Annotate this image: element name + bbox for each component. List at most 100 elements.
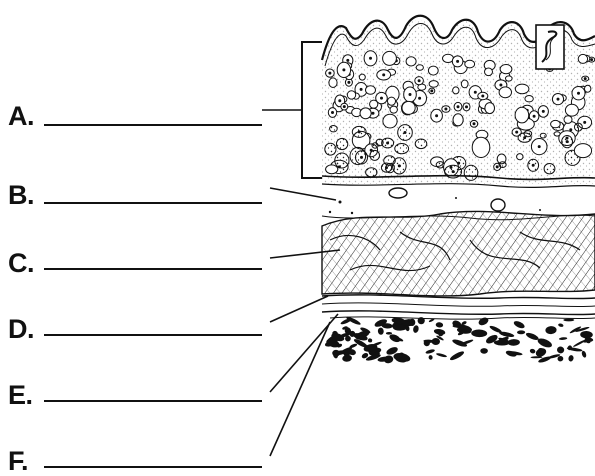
- dark-blotch: [449, 350, 465, 362]
- cell: [336, 138, 347, 149]
- cell: [485, 68, 493, 76]
- dark-blotch: [412, 325, 419, 334]
- dark-blotch: [525, 331, 540, 341]
- cell-nucleus: [419, 97, 421, 99]
- dark-blotch: [580, 331, 593, 339]
- cell: [326, 165, 338, 174]
- dark-blotch: [471, 329, 487, 337]
- dark-blotch: [342, 354, 353, 362]
- dark-blotch: [368, 338, 373, 343]
- cell: [330, 126, 338, 132]
- cell: [415, 139, 427, 149]
- cell-nucleus: [436, 115, 438, 117]
- cell: [465, 60, 475, 68]
- cell-nucleus: [383, 74, 385, 76]
- cell: [436, 162, 444, 168]
- dark-blotch: [556, 346, 565, 354]
- cell-nucleus: [347, 59, 349, 61]
- cell: [499, 87, 511, 98]
- dark-blotch: [378, 327, 384, 335]
- cell: [578, 54, 587, 63]
- leader-line-b: [270, 188, 336, 200]
- cell: [544, 164, 555, 174]
- dark-blotch: [558, 323, 564, 328]
- cell: [525, 96, 533, 102]
- cell: [366, 86, 376, 95]
- cell-nucleus: [386, 167, 388, 169]
- cell: [540, 133, 546, 138]
- cell: [565, 104, 578, 116]
- cell-nucleus: [387, 142, 389, 144]
- cell: [429, 81, 438, 88]
- cell-nucleus: [482, 95, 484, 97]
- dark-blotch: [480, 348, 488, 354]
- cell: [574, 144, 591, 158]
- cell-nucleus: [473, 123, 475, 125]
- dark-blotch: [581, 350, 587, 358]
- muscle-layer: [322, 211, 595, 296]
- cell: [388, 97, 396, 105]
- cell: [472, 137, 490, 157]
- dark-blotch: [513, 320, 526, 330]
- cell: [500, 65, 512, 74]
- cell: [325, 143, 336, 155]
- dark-blotch: [477, 316, 489, 327]
- cell: [390, 106, 397, 113]
- dark-blotch: [568, 355, 574, 362]
- bracket-a: [262, 42, 322, 178]
- cell-nucleus: [404, 132, 406, 134]
- cell-nucleus: [570, 129, 572, 131]
- cell: [485, 103, 495, 114]
- dark-blotch: [505, 350, 517, 358]
- cell: [453, 114, 463, 126]
- cell: [335, 153, 349, 168]
- cell-nucleus: [457, 106, 459, 108]
- cell-nucleus: [516, 131, 518, 133]
- cell-nucleus: [532, 164, 534, 166]
- cell-nucleus: [360, 88, 362, 90]
- cell-nucleus: [500, 84, 502, 86]
- thin-layers: [322, 295, 595, 315]
- cell-nucleus: [372, 112, 374, 114]
- cell: [585, 85, 591, 92]
- cell-nucleus: [370, 57, 372, 59]
- cell: [347, 91, 355, 99]
- cell: [383, 114, 397, 128]
- cell: [402, 101, 415, 114]
- dark-blotch: [425, 349, 435, 355]
- cell-nucleus: [466, 106, 468, 108]
- cell-nucleus: [358, 131, 360, 133]
- leader-line-f: [270, 322, 330, 456]
- cell-nucleus: [591, 59, 593, 61]
- cell-nucleus: [557, 98, 559, 100]
- dark-blotch: [563, 319, 574, 322]
- cell: [461, 80, 468, 88]
- cell: [428, 66, 438, 75]
- cell: [551, 120, 561, 127]
- cell-nucleus: [524, 137, 526, 139]
- cell-nucleus: [418, 80, 420, 82]
- cell-nucleus: [584, 78, 586, 80]
- cell: [359, 74, 365, 80]
- cell: [564, 116, 572, 124]
- cell-nucleus: [578, 92, 580, 94]
- dark-blotch: [529, 348, 536, 354]
- cell: [406, 57, 416, 66]
- cell-nucleus: [348, 81, 350, 83]
- cell-nucleus: [431, 90, 433, 92]
- cell-nucleus: [533, 115, 535, 117]
- cell-nucleus: [457, 60, 459, 62]
- cell: [360, 108, 371, 119]
- dark-blotch: [428, 355, 433, 360]
- dark-blotch: [436, 352, 448, 358]
- cell-nucleus: [496, 166, 498, 168]
- cell: [517, 154, 523, 160]
- leader-line-d: [270, 296, 328, 322]
- cell: [554, 132, 560, 136]
- cell: [329, 78, 337, 88]
- cell: [575, 123, 583, 131]
- cell-nucleus: [398, 165, 400, 167]
- cell-nucleus: [538, 146, 540, 148]
- dark-blotch: [536, 337, 553, 350]
